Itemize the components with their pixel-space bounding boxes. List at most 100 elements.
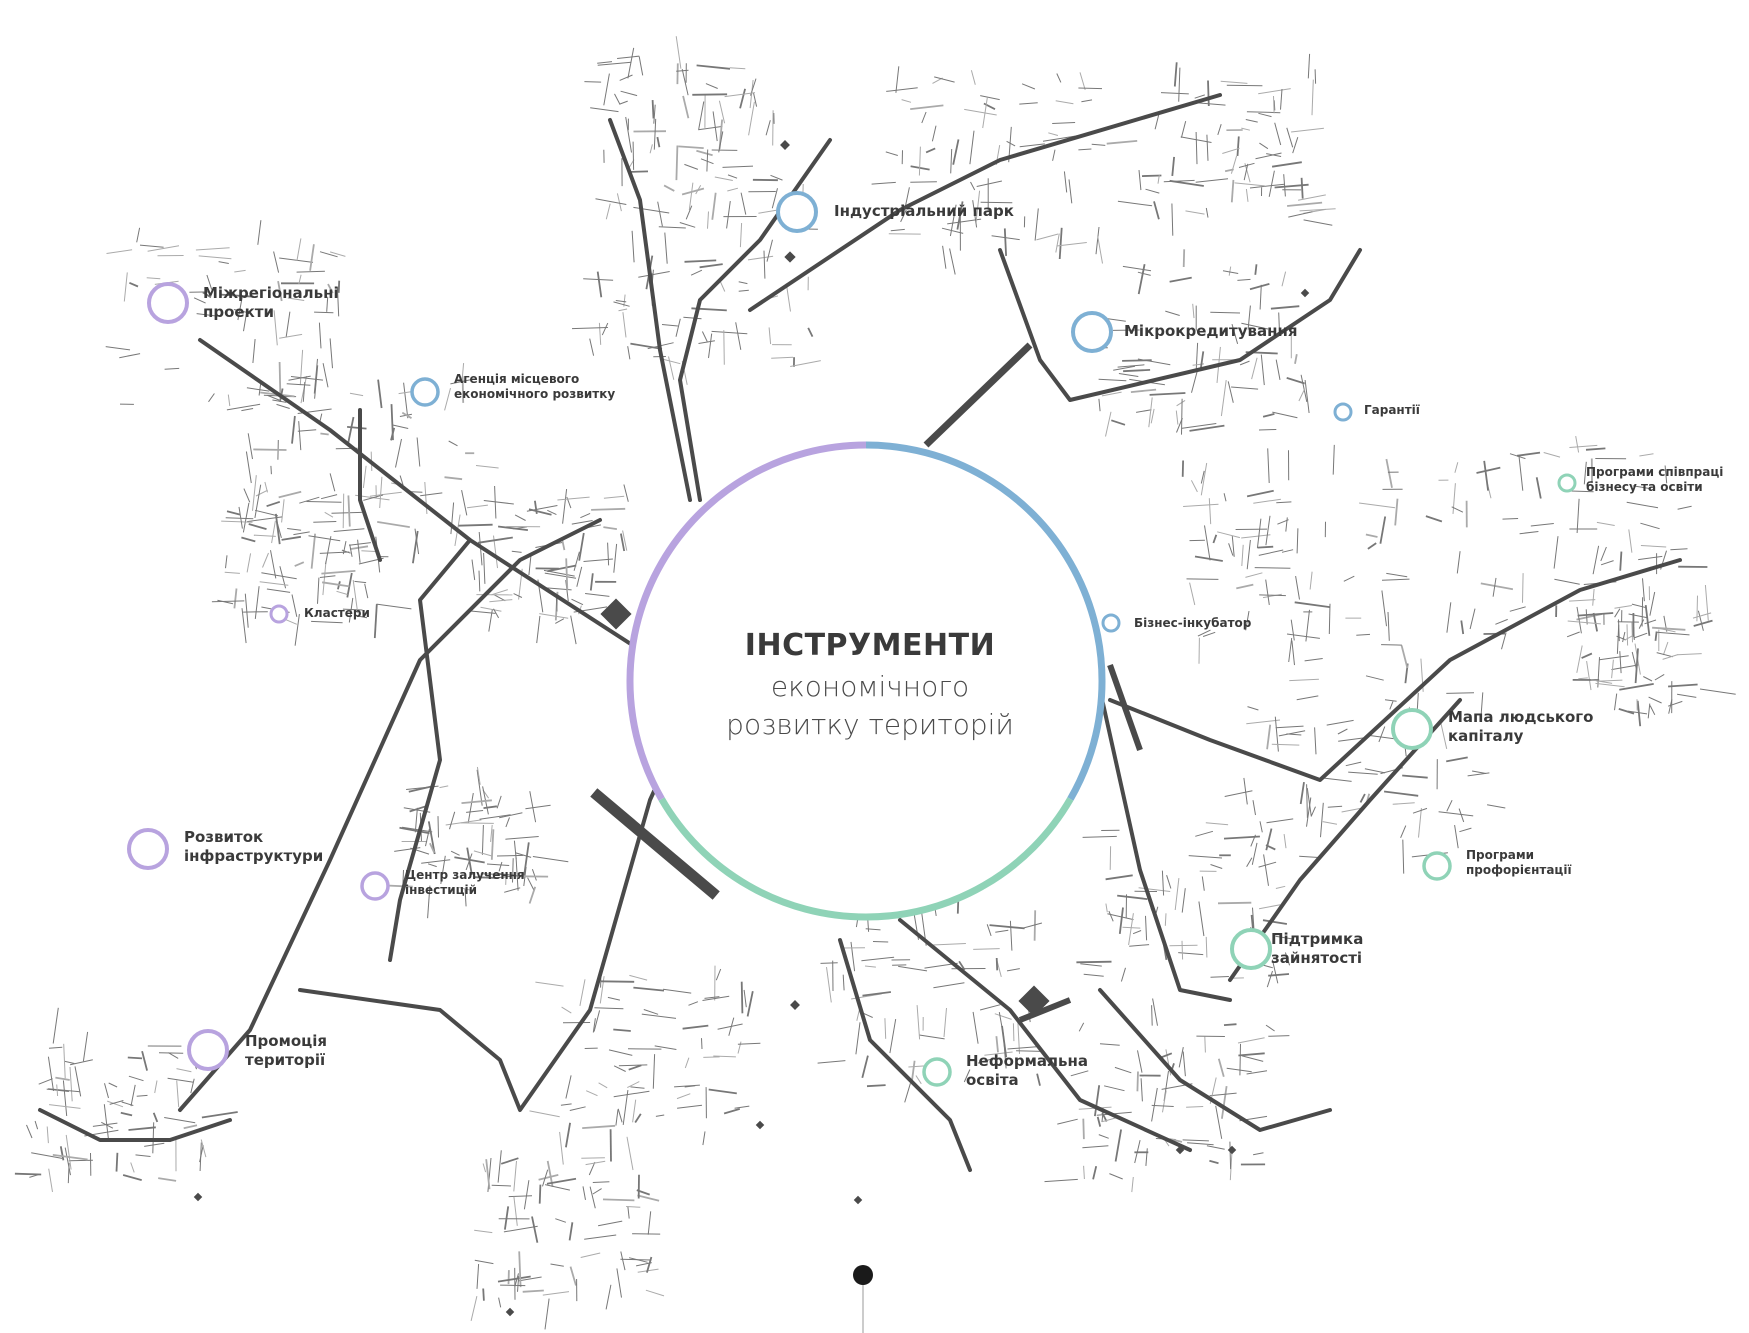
street — [963, 1069, 971, 1083]
street — [593, 1010, 601, 1032]
street — [598, 1220, 623, 1227]
node-circle-local-dev-agency — [410, 377, 440, 407]
street — [603, 526, 618, 530]
street — [244, 593, 249, 628]
street — [1338, 737, 1366, 742]
street — [531, 869, 537, 881]
street — [1483, 460, 1489, 491]
street — [617, 1108, 623, 1123]
street — [195, 247, 230, 251]
street — [1258, 88, 1291, 95]
street — [1222, 270, 1239, 274]
street — [1595, 682, 1625, 688]
street — [1284, 952, 1291, 966]
street — [1400, 825, 1407, 838]
street — [1654, 631, 1658, 641]
street — [1656, 652, 1674, 658]
street — [526, 505, 558, 512]
street — [1205, 936, 1208, 958]
street — [898, 965, 928, 972]
street — [144, 1142, 165, 1147]
street — [233, 588, 238, 609]
street — [128, 1126, 156, 1131]
street — [242, 502, 250, 533]
street — [494, 872, 526, 878]
street — [376, 603, 412, 610]
street — [211, 600, 245, 603]
street — [261, 572, 297, 580]
street — [63, 1043, 66, 1079]
street — [723, 330, 725, 365]
street — [167, 1077, 194, 1083]
street — [1585, 609, 1588, 625]
street — [476, 1263, 480, 1289]
street — [1268, 170, 1275, 197]
diamond-marker — [193, 1192, 203, 1202]
street — [154, 1080, 158, 1094]
street — [1247, 706, 1259, 711]
street — [1530, 523, 1554, 527]
street — [598, 322, 602, 345]
street — [238, 506, 243, 529]
street — [38, 1078, 53, 1085]
street — [1200, 462, 1208, 496]
street — [127, 1056, 143, 1060]
street — [233, 309, 249, 314]
street — [1386, 572, 1408, 578]
label-microcrediting: Мікрокредитування — [1124, 322, 1298, 340]
street — [866, 1084, 886, 1088]
street — [398, 391, 412, 395]
street — [1194, 555, 1223, 562]
street — [921, 111, 927, 124]
street — [977, 1056, 998, 1064]
street — [684, 1057, 690, 1069]
street — [1105, 874, 1133, 881]
street — [584, 1234, 617, 1240]
street — [1296, 528, 1299, 554]
street — [308, 535, 341, 542]
street — [1206, 134, 1209, 161]
street — [1016, 1050, 1042, 1052]
street — [1118, 907, 1124, 935]
street — [1160, 92, 1189, 95]
diamond-marker — [1300, 288, 1310, 298]
street — [253, 448, 287, 451]
street — [152, 1112, 159, 1123]
street — [1120, 967, 1126, 982]
street — [626, 1206, 641, 1208]
street — [638, 56, 644, 76]
street — [1460, 620, 1465, 635]
street — [1182, 1139, 1209, 1142]
street — [1326, 719, 1354, 726]
street — [1021, 922, 1043, 929]
street — [1518, 455, 1524, 491]
street — [107, 1100, 124, 1108]
street — [1247, 305, 1251, 330]
street — [278, 490, 302, 499]
street — [1189, 424, 1225, 432]
street — [1192, 303, 1195, 319]
street — [1519, 531, 1539, 535]
main-road — [1098, 688, 1232, 1002]
street — [1151, 1005, 1153, 1026]
street — [391, 424, 409, 429]
street — [1670, 548, 1688, 551]
node-circle-investment-center — [360, 871, 390, 901]
street — [703, 1056, 720, 1058]
street — [1259, 594, 1286, 597]
street — [314, 311, 334, 314]
street — [109, 1100, 124, 1105]
street — [734, 1105, 750, 1109]
street — [739, 88, 746, 109]
main-road — [198, 338, 642, 652]
street — [571, 520, 593, 525]
street — [1169, 944, 1198, 947]
street — [1204, 1036, 1206, 1053]
street — [129, 281, 139, 288]
street — [377, 379, 383, 409]
street — [333, 528, 365, 532]
street — [1182, 249, 1186, 268]
street — [1181, 888, 1186, 913]
street — [26, 1124, 33, 1139]
